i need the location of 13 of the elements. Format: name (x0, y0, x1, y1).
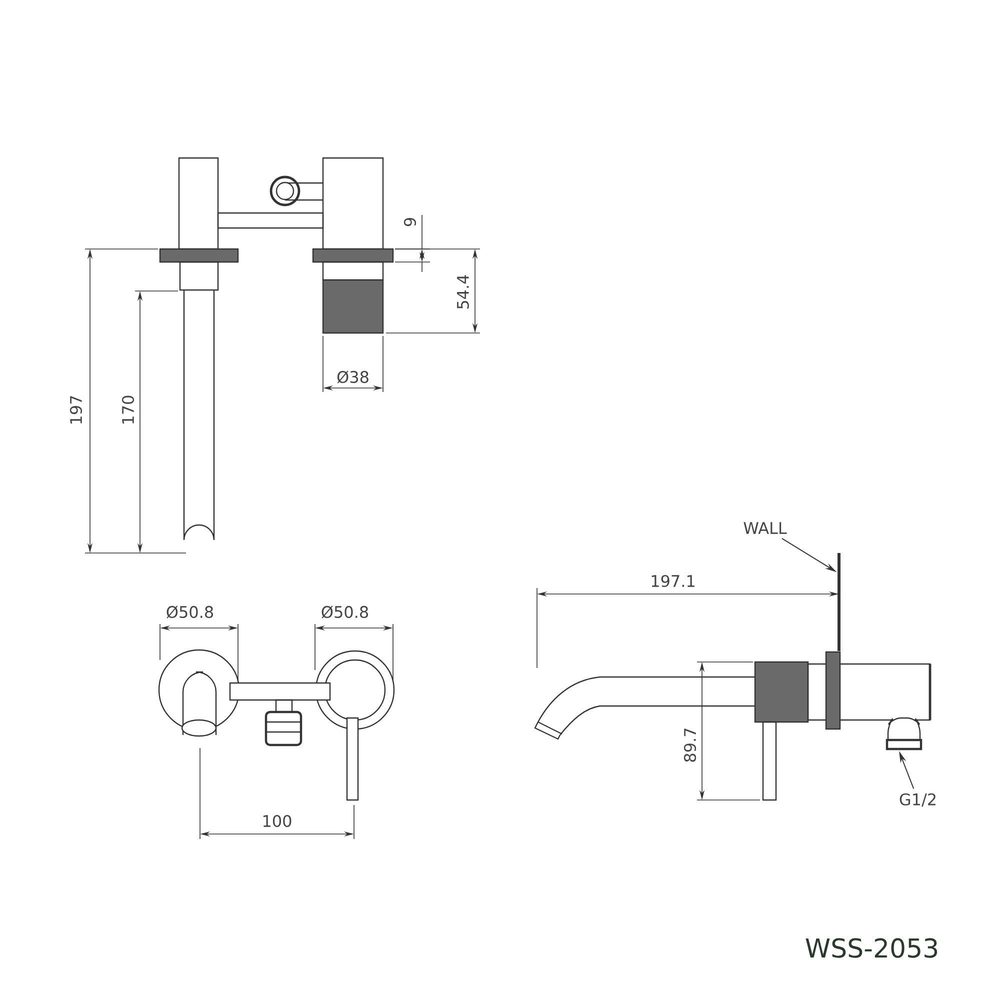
dimension-label: 170 (122, 396, 134, 424)
dimension-label: Ø50.8 (322, 606, 368, 618)
dimension-label: Ø50.8 (166, 606, 214, 618)
dimension-label: 197.1 (652, 574, 694, 588)
dimension-label: 197 (70, 396, 82, 424)
model-number: WSS-2053 (806, 938, 938, 958)
dimension-label: Ø38 (337, 370, 368, 384)
dimension-label: 100 (264, 814, 292, 828)
callout-label: G1/2 (900, 793, 936, 807)
dimension-label: 54.4 (457, 275, 469, 309)
dimension-label: 9 (404, 218, 416, 226)
dimension-label: 89.7 (684, 728, 696, 762)
callout-label: WALL (744, 522, 787, 534)
